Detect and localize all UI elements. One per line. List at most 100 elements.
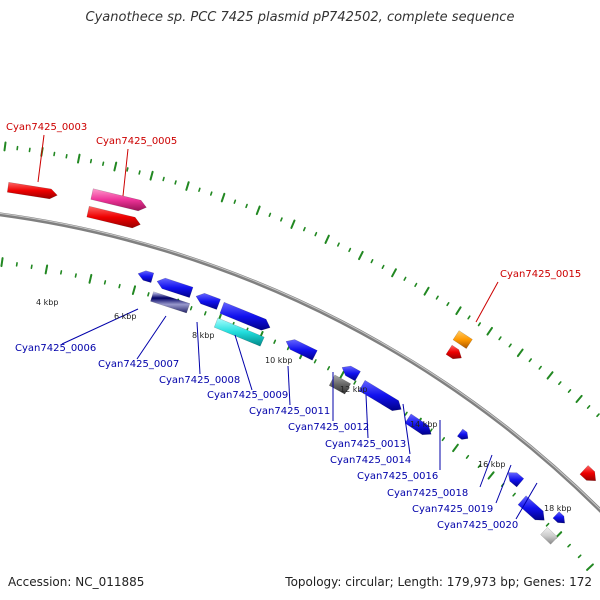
ruler-label-16kbp: 16 kbp	[478, 460, 506, 469]
gene-cyan7425-0015b	[445, 344, 462, 360]
outer-ring-tick	[65, 153, 68, 159]
outer-ring-tick	[3, 141, 7, 152]
gene-label-cyan7425-0012[interactable]: Cyan7425_0012	[288, 422, 369, 433]
gene-cyan7425-0007	[150, 291, 191, 314]
outer-ring-tick	[280, 217, 283, 222]
gene-label-cyan7425-0003[interactable]: Cyan7425_0003	[6, 122, 87, 133]
gene-label-cyan7425-0013[interactable]: Cyan7425_0013	[325, 439, 406, 450]
inner-ring-tick	[577, 554, 582, 559]
outer-ring-tick	[348, 247, 352, 253]
gene-label-cyan7425-0020[interactable]: Cyan7425_0020	[437, 520, 518, 531]
outer-ring-tick	[381, 264, 385, 270]
inner-ring-tick	[567, 543, 571, 548]
gene-label-cyan7425-0009[interactable]: Cyan7425_0009	[207, 390, 288, 401]
inner-ring-tick	[44, 264, 49, 275]
accession-text: Accession: NC_011885	[8, 575, 145, 589]
outer-ring-tick	[255, 205, 261, 216]
inner-ring-tick	[327, 366, 331, 371]
inner-ring-tick	[586, 563, 594, 571]
leader-line-4	[136, 315, 167, 360]
gene-cyan7425-0014	[358, 379, 402, 411]
outer-ring-tick	[324, 234, 330, 244]
outer-ring-tick	[314, 231, 318, 237]
outer-ring-tick	[486, 326, 493, 336]
ruler-label-14kbp: 14 kbp	[410, 420, 438, 429]
gene-label-cyan7425-0007[interactable]: Cyan7425_0007	[98, 359, 179, 370]
outer-ring-tick	[423, 286, 430, 296]
inner-ring-tick	[313, 359, 317, 364]
gene-label-cyan7425-0006[interactable]: Cyan7425_0006	[15, 343, 96, 354]
gene-label-cyan7425-0014[interactable]: Cyan7425_0014	[330, 455, 411, 466]
gene-cyan7425-0009	[219, 301, 271, 331]
outer-ring-tick	[498, 336, 502, 341]
leader-line-7	[287, 365, 291, 406]
ruler-label-6kbp: 6 kbp	[114, 312, 136, 321]
leader-line-2	[475, 281, 499, 323]
label-leader-lines	[37, 134, 538, 520]
leader-line-12	[479, 454, 493, 488]
inner-ring-tick	[545, 522, 550, 527]
outer-ring-tick	[467, 315, 471, 320]
inner-ring-tick	[286, 345, 290, 351]
gene-cyan7425-0018	[517, 495, 545, 521]
leader-line-0	[37, 134, 45, 183]
inner-ring-tick	[74, 273, 77, 278]
outer-ring-tick	[209, 191, 213, 196]
inner-ring-tick	[147, 292, 150, 297]
outer-ring-tick	[233, 199, 237, 204]
map-title: Cyanothece sp. PCC 7425 plasmid pP742502…	[85, 10, 515, 25]
forward-gene-labels: Cyan7425_0003 Cyan7425_0005 Cyan7425_001…	[6, 122, 581, 280]
outer-ring-tick	[567, 389, 572, 393]
gene-cyan7425-0017	[507, 472, 525, 488]
leader-line-9	[365, 394, 369, 439]
outer-ring-tick	[370, 258, 374, 264]
outer-ring-tick	[596, 413, 600, 418]
outer-ring-tick	[435, 295, 439, 300]
outer-ring-tick	[446, 301, 450, 307]
gene-label-cyan7425-0005[interactable]: Cyan7425_0005	[96, 136, 177, 147]
outer-ring-tick	[268, 212, 272, 218]
gene-label-cyan7425-0011[interactable]: Cyan7425_0011	[249, 406, 330, 417]
outer-ring-tick	[414, 282, 418, 288]
inner-ring-tick	[512, 492, 516, 497]
gene-cyan7425-0013	[328, 374, 352, 395]
gene-label-cyan7425-0015[interactable]: Cyan7425_0015	[500, 269, 581, 280]
backbone	[0, 212, 600, 513]
gene-features	[7, 182, 596, 545]
inner-ring-tick	[0, 257, 4, 268]
gene-label-cyan7425-0008[interactable]: Cyan7425_0008	[159, 375, 240, 386]
leader-line-14	[515, 482, 538, 520]
gene-cyan7425-0005	[90, 188, 147, 212]
inner-ring-tick	[103, 280, 107, 285]
inner-ring-tick	[441, 437, 446, 442]
gene-label-cyan7425-0018[interactable]: Cyan7425_0018	[387, 488, 468, 499]
gene-label-cyan7425-0019[interactable]: Cyan7425_0019	[412, 504, 493, 515]
inner-ring-tick	[118, 283, 121, 289]
outer-ring-tick	[220, 192, 226, 203]
outer-ring-tick	[538, 365, 542, 370]
inner-ring-tick	[452, 443, 459, 453]
inner-ring-tick	[429, 428, 433, 433]
leader-line-13	[495, 464, 512, 504]
inner-ring-tick	[88, 273, 93, 284]
outer-ring-tick	[126, 167, 129, 172]
ruler-label-10kbp: 10 kbp	[265, 356, 293, 365]
gene-label-cyan7425-0016[interactable]: Cyan7425_0016	[357, 471, 438, 482]
outer-ring-tick	[337, 242, 340, 247]
outer-ring-tick	[245, 203, 248, 209]
gene-cyan7425-0004	[86, 205, 141, 229]
outer-ring-tick	[516, 348, 524, 358]
outer-ring-tick	[162, 176, 165, 182]
reverse-gene-labels: Cyan7425_0006 Cyan7425_0007 Cyan7425_000…	[15, 343, 518, 531]
outer-ring-tick	[149, 170, 154, 181]
outer-ring-tick	[303, 226, 306, 232]
inner-ring-tick	[60, 270, 63, 275]
inner-ring-tick	[353, 380, 357, 385]
gene-cyan7425-0006	[156, 277, 194, 298]
outer-ring-tick	[102, 161, 105, 167]
outer-ring-tick	[185, 181, 190, 191]
inner-ring-tick	[273, 339, 277, 344]
inner-ring-tick	[30, 264, 33, 270]
gene-cyan7425-0019	[552, 511, 565, 524]
outer-ring-tick	[403, 276, 407, 281]
